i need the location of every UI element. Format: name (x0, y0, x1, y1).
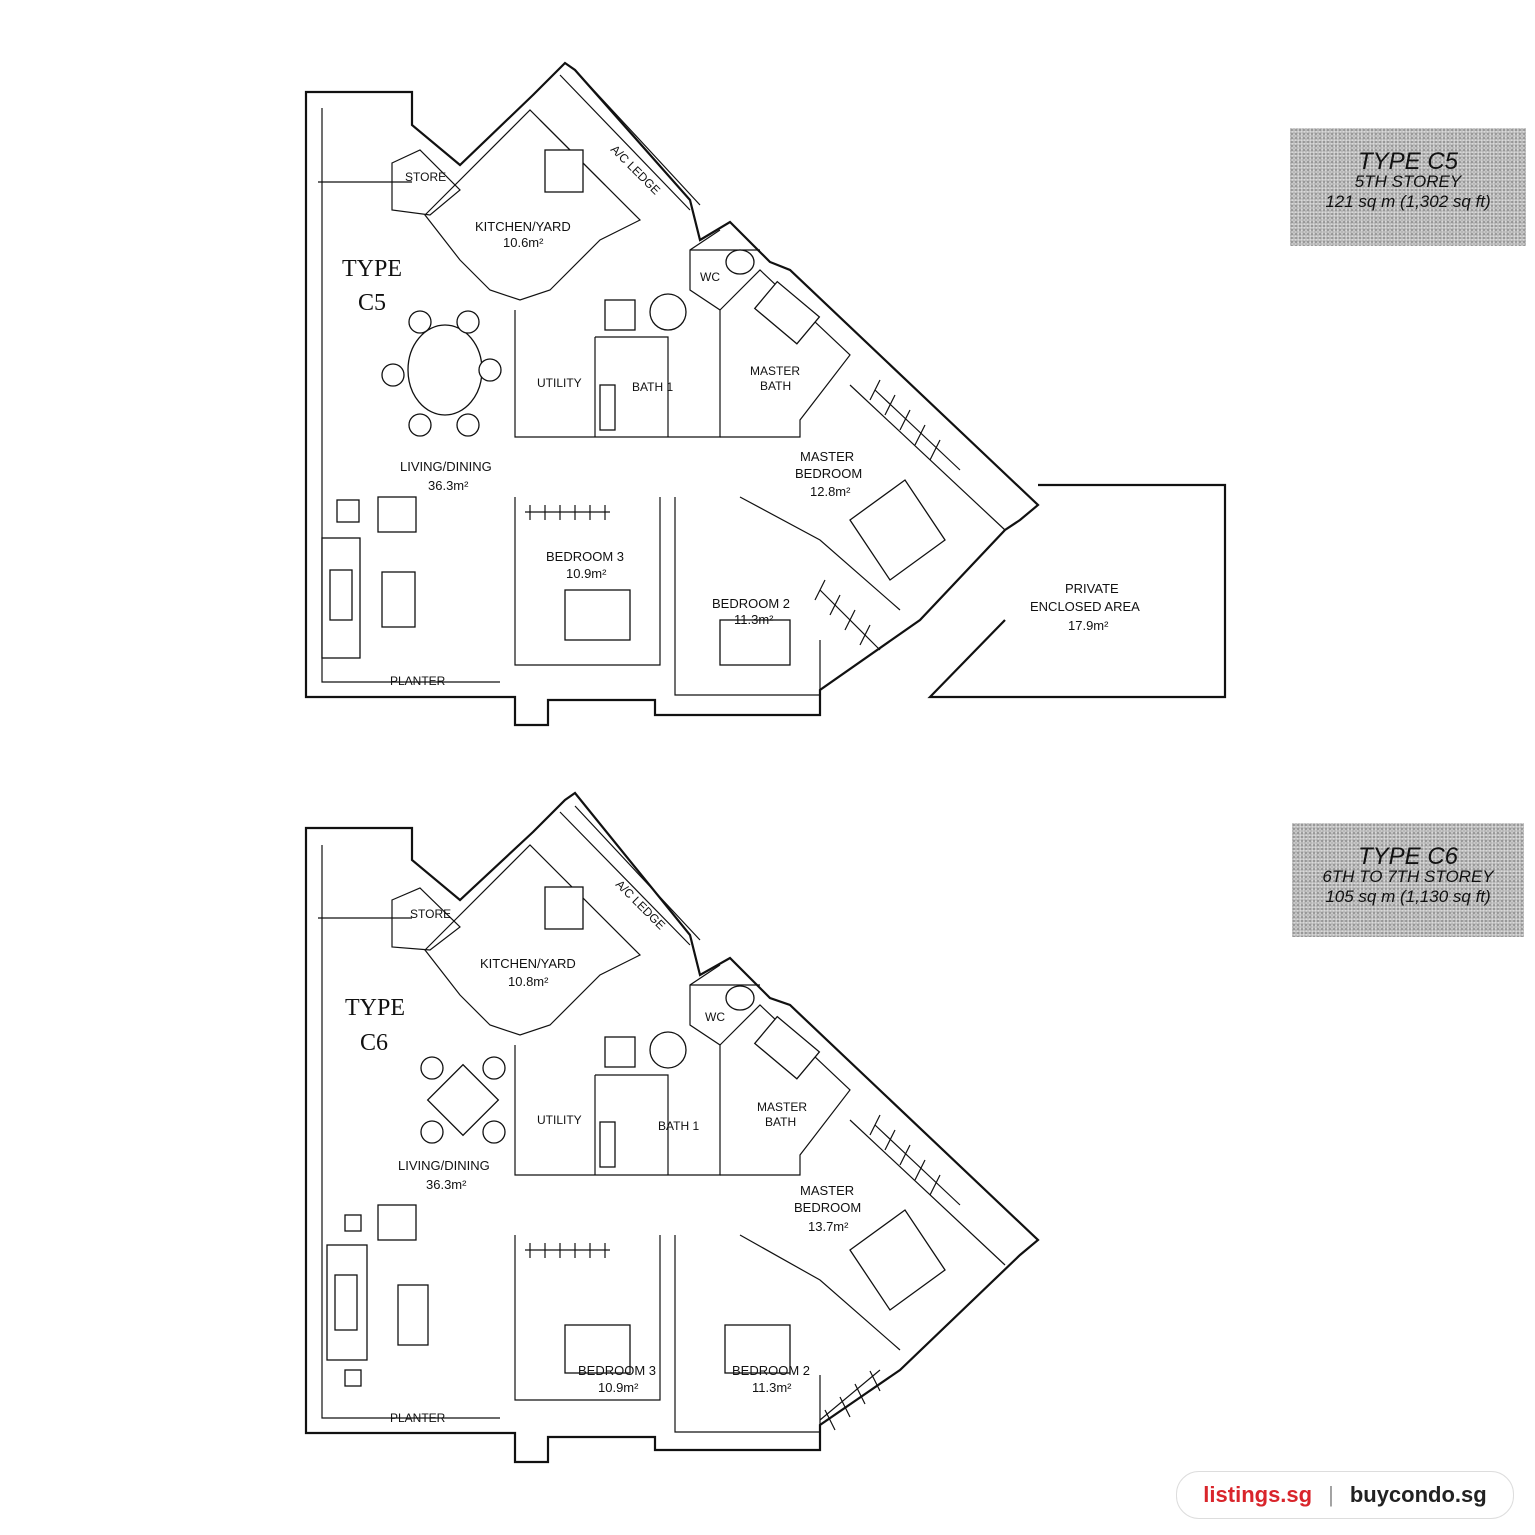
c5-bath1-label: BATH 1 (632, 380, 673, 394)
c6-master-bed-line2: BEDROOM (794, 1200, 861, 1215)
c6-ac-ledge-label: A/C LEDGE (613, 877, 668, 932)
c5-bedroom3-label: BEDROOM 3 (546, 549, 624, 564)
c6-type-label-line2: C6 (360, 1030, 388, 1056)
type-c5-tag-area: 121 sq m (1,302 sq ft) (1325, 192, 1491, 211)
c5-kitchen-label: KITCHEN/YARD (475, 219, 571, 234)
c6-living-label: LIVING/DINING (398, 1158, 490, 1173)
c5-master-bed-line1: MASTER (800, 449, 854, 464)
c6-kitchen-label: KITCHEN/YARD (480, 956, 576, 971)
type-c5-tag-storey: 5TH STOREY (1354, 172, 1462, 191)
c6-type-label-line1: TYPE (345, 995, 405, 1021)
c6-bedroom2-area: 11.3m² (752, 1380, 792, 1395)
c6-bedroom3-area: 10.9m² (598, 1380, 639, 1395)
brand-separator: | (1328, 1482, 1334, 1507)
c5-bedroom2-label: BEDROOM 2 (712, 596, 790, 611)
c5-master-bath-line2: BATH (760, 379, 791, 393)
type-c6-tag-title: TYPE C6 (1357, 843, 1459, 870)
c5-utility-label: UTILITY (537, 376, 582, 390)
c5-master-bath-line1: MASTER (750, 364, 800, 378)
c5-type-label-line2: C5 (358, 290, 386, 316)
c5-pea-line1: PRIVATE (1065, 581, 1119, 596)
c6-living-area: 36.3m² (426, 1177, 467, 1192)
brand-listings-link[interactable]: listings.sg (1203, 1482, 1313, 1507)
c6-wc-label: WC (705, 1010, 725, 1024)
c6-master-bed-line1: MASTER (800, 1183, 854, 1198)
c6-planter-label: PLANTER (390, 1411, 446, 1425)
c6-bedroom2-label: BEDROOM 2 (732, 1363, 810, 1378)
c5-master-bed-area: 12.8m² (810, 484, 851, 499)
c5-planter-label: PLANTER (390, 674, 446, 688)
c6-kitchen-area: 10.8m² (508, 974, 549, 989)
c6-store-label: STORE (410, 907, 451, 921)
c5-living-label: LIVING/DINING (400, 459, 492, 474)
c5-bedroom3-area: 10.9m² (566, 566, 607, 581)
c5-master-bed-line2: BEDROOM (795, 466, 862, 481)
c5-store-label: STORE (405, 170, 446, 184)
c6-master-bed-area: 13.7m² (808, 1219, 849, 1234)
type-c6-tag: TYPE C6 6TH TO 7TH STOREY 105 sq m (1,13… (1292, 823, 1524, 937)
type-c5-tag: TYPE C5 5TH STOREY 121 sq m (1,302 sq ft… (1290, 128, 1526, 246)
c6-bedroom3-label: BEDROOM 3 (578, 1363, 656, 1378)
type-c6-tag-storey: 6TH TO 7TH STOREY (1322, 867, 1494, 886)
c5-bedroom2-area: 11.3m² (734, 612, 774, 627)
c6-bath1-label: BATH 1 (658, 1119, 699, 1133)
type-c5-tag-title: TYPE C5 (1357, 148, 1459, 175)
c6-master-bath-line1: MASTER (757, 1100, 807, 1114)
c6-master-bath-line2: BATH (765, 1115, 796, 1129)
floor-plan-c6: STORE A/C LEDGE KITCHEN/YARD 10.8m² TYPE… (304, 791, 1040, 1464)
floor-plan-c5: STORE A/C LEDGE KITCHEN/YARD 10.6m² TYPE… (304, 61, 1227, 727)
c6-utility-label: UTILITY (537, 1113, 582, 1127)
c5-kitchen-area: 10.6m² (503, 235, 544, 250)
c5-type-label-line1: TYPE (342, 256, 402, 282)
brand-buycondo-link[interactable]: buycondo.sg (1349, 1482, 1487, 1507)
brand-footer[interactable]: listings.sg | buycondo.sg (1176, 1471, 1514, 1519)
c5-ac-ledge-label: A/C LEDGE (608, 142, 663, 197)
c5-living-area: 36.3m² (428, 478, 469, 493)
c5-pea-area: 17.9m² (1068, 618, 1109, 633)
type-c6-tag-area: 105 sq m (1,130 sq ft) (1325, 887, 1491, 906)
c5-wc-label: WC (700, 270, 720, 284)
c5-pea-line2: ENCLOSED AREA (1030, 599, 1140, 614)
